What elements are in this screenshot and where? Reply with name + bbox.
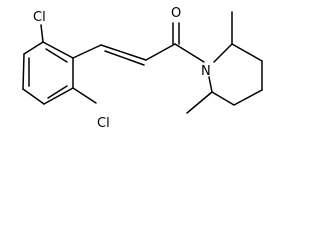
ring-bond-c4-c5 bbox=[43, 87, 74, 105]
ring-bond-c4-c5 bbox=[233, 89, 263, 106]
bond-ring-to-cl-top bbox=[40, 24, 44, 43]
ring-bond-c6-c1 bbox=[42, 41, 74, 59]
benzene-ring bbox=[22, 41, 74, 105]
ring-bond-c2-c3 bbox=[22, 53, 25, 90]
ring-double-bond-inner-2 bbox=[47, 85, 68, 99]
chlorine-label-top: Cl bbox=[33, 10, 46, 25]
piperidine-ring bbox=[208, 43, 263, 106]
vinyl-double-bond-outer bbox=[100, 44, 147, 61]
ring-bond-c3-c4 bbox=[22, 88, 45, 105]
ring-bond-c5-c6 bbox=[211, 91, 235, 106]
vinyl-double-bond-inner bbox=[104, 50, 145, 66]
ring-bond-c1-c2 bbox=[23, 41, 44, 55]
ring-bond-c2-c3 bbox=[231, 43, 263, 62]
skeletal-formula: Cl Cl O N bbox=[22, 6, 263, 131]
bond-ring-to-cl-bottom bbox=[72, 87, 97, 104]
nitrogen-label: N bbox=[201, 64, 211, 79]
structure-canvas: Cl Cl O N bbox=[22, 6, 263, 131]
oxygen-label: O bbox=[171, 6, 181, 21]
ring-bond-n-c2 bbox=[213, 43, 233, 63]
ring-bond-c6-n bbox=[208, 76, 213, 93]
bond-carbonyl-to-nitrogen bbox=[174, 43, 205, 63]
bond-ring-to-vinyl bbox=[72, 44, 102, 59]
ring-double-bond-inner-3 bbox=[45, 48, 68, 63]
bond-vinyl-to-carbonyl bbox=[145, 43, 176, 61]
chlorine-label-bottom: Cl bbox=[97, 116, 110, 131]
methyl-bond-bottom bbox=[186, 91, 213, 114]
